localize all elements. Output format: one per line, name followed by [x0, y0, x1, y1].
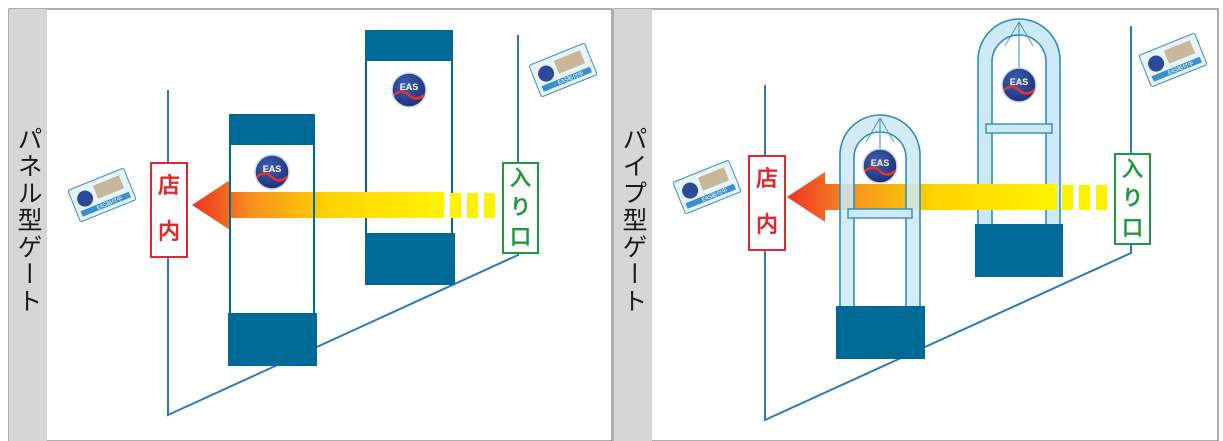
- eas-sticker-card-icon: EAS貼付中: [67, 168, 137, 222]
- floor-outline: [167, 35, 519, 417]
- store-inside-char: 内: [755, 213, 778, 238]
- entrance-label: 入 り 口: [502, 162, 539, 254]
- entrance-char: 入: [510, 166, 531, 191]
- eas-sticker-card-icon: EAS貼付中: [672, 160, 742, 214]
- eas-badge-icon: EAS: [391, 72, 427, 108]
- eas-badge-icon: EAS: [1001, 67, 1037, 103]
- svg-text:EAS: EAS: [1010, 77, 1029, 87]
- store-inside-label: 店 内: [150, 162, 188, 258]
- eas-sticker-card-icon: EAS貼付中: [528, 43, 598, 97]
- entrance-char: 入: [1122, 157, 1143, 182]
- entrance-label-right: 入 り 口: [1114, 153, 1151, 245]
- panel-gate-front: [228, 114, 317, 366]
- svg-text:EAS: EAS: [263, 164, 282, 174]
- svg-text:EAS: EAS: [400, 82, 419, 92]
- store-inside-char: 店: [755, 167, 778, 192]
- eas-badge-icon: EAS: [254, 154, 290, 190]
- right-side-bar: [614, 9, 652, 441]
- left-side-bar: [9, 9, 47, 441]
- store-inside-char: 店: [157, 174, 180, 199]
- panel-gate-back: [365, 30, 455, 285]
- eas-badge-icon: EAS: [862, 148, 898, 184]
- eas-sticker-card-icon: EAS貼付中: [1138, 33, 1208, 87]
- store-inside-char: 内: [157, 220, 180, 245]
- pipe-gate-front: [836, 114, 925, 359]
- entry-arrow: [192, 180, 495, 230]
- pipe-gate-title: パイプ型ゲート: [619, 126, 648, 315]
- pipe-gate-back: [975, 18, 1063, 277]
- entrance-char: 口: [510, 224, 531, 249]
- floor-outline-right: [764, 26, 1132, 422]
- svg-text:EAS: EAS: [871, 158, 890, 168]
- entrance-char: 口: [1122, 215, 1143, 240]
- entrance-char: り: [510, 195, 531, 220]
- entrance-char: り: [1122, 186, 1143, 211]
- panel-gate-title: パネル型ゲート: [14, 126, 43, 315]
- store-inside-label-right: 店 内: [748, 155, 786, 251]
